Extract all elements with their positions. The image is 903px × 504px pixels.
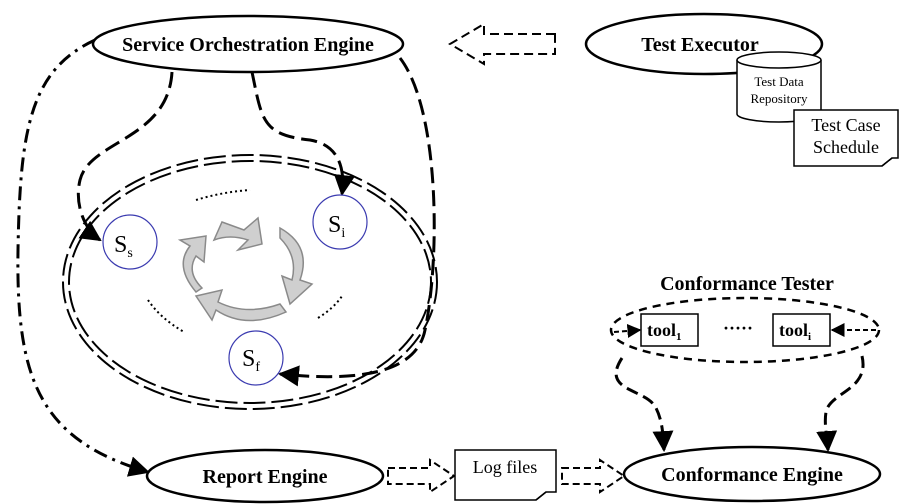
cycle-icon bbox=[177, 216, 314, 322]
orchestration-outer-loop bbox=[277, 57, 436, 387]
state-sf: Sf bbox=[228, 330, 284, 386]
state-ss: Ss bbox=[102, 214, 158, 270]
svg-text:Conformance Engine: Conformance Engine bbox=[661, 464, 843, 486]
dotted-arc-left bbox=[147, 299, 185, 333]
conformance-engine-node: Conformance Engine bbox=[622, 445, 882, 503]
svg-text:Report Engine: Report Engine bbox=[203, 466, 328, 488]
svg-text:Test Executor: Test Executor bbox=[641, 34, 759, 56]
svg-text:Repository: Repository bbox=[750, 91, 808, 106]
orchestration-to-si-connector bbox=[250, 71, 355, 197]
tools-ellipsis: ····· bbox=[723, 318, 753, 338]
report-engine-node: Report Engine bbox=[145, 448, 385, 504]
log-files-document: Log files bbox=[454, 449, 557, 501]
dotted-arc-top bbox=[195, 189, 251, 201]
logfiles-to-conformance-arrow bbox=[561, 458, 626, 494]
report-to-logfiles-arrow bbox=[387, 458, 456, 494]
conformance-tester-title: Conformance Tester bbox=[660, 273, 834, 295]
svg-text:tooli: tooli bbox=[779, 320, 811, 343]
state-sf-label: Sf bbox=[242, 346, 260, 375]
workflow-boundary-inner bbox=[68, 160, 432, 404]
service-orchestration-engine-node: Service Orchestration Engine bbox=[91, 14, 405, 74]
orchestration-to-report-connector bbox=[16, 38, 151, 477]
tool-i-box: tooli bbox=[772, 313, 831, 347]
executor-to-orchestration-arrow bbox=[448, 22, 556, 66]
svg-text:Test Case: Test Case bbox=[811, 115, 880, 135]
tester-to-tool1-connector bbox=[613, 323, 642, 338]
test-data-repository: Test Data Repository bbox=[736, 51, 822, 123]
tester-left-to-conformance-connector bbox=[614, 357, 674, 453]
tool-1-box: tool1 bbox=[640, 313, 699, 347]
tester-right-to-conformance-connector bbox=[816, 355, 865, 453]
svg-text:Test Data: Test Data bbox=[754, 74, 803, 89]
svg-text:Schedule: Schedule bbox=[813, 137, 879, 157]
svg-text:Service Orchestration Engine: Service Orchestration Engine bbox=[122, 34, 374, 56]
dotted-arc-right bbox=[317, 295, 343, 319]
workflow-boundary-outer bbox=[62, 154, 438, 410]
svg-text:tool1: tool1 bbox=[647, 320, 682, 343]
state-si: Si bbox=[312, 194, 368, 250]
conformance-tester-boundary bbox=[609, 296, 881, 364]
state-si-label: Si bbox=[328, 212, 345, 241]
test-case-schedule-document: Test Case Schedule bbox=[793, 109, 899, 167]
svg-text:Log files: Log files bbox=[473, 457, 538, 477]
state-ss-label: Ss bbox=[114, 232, 133, 261]
